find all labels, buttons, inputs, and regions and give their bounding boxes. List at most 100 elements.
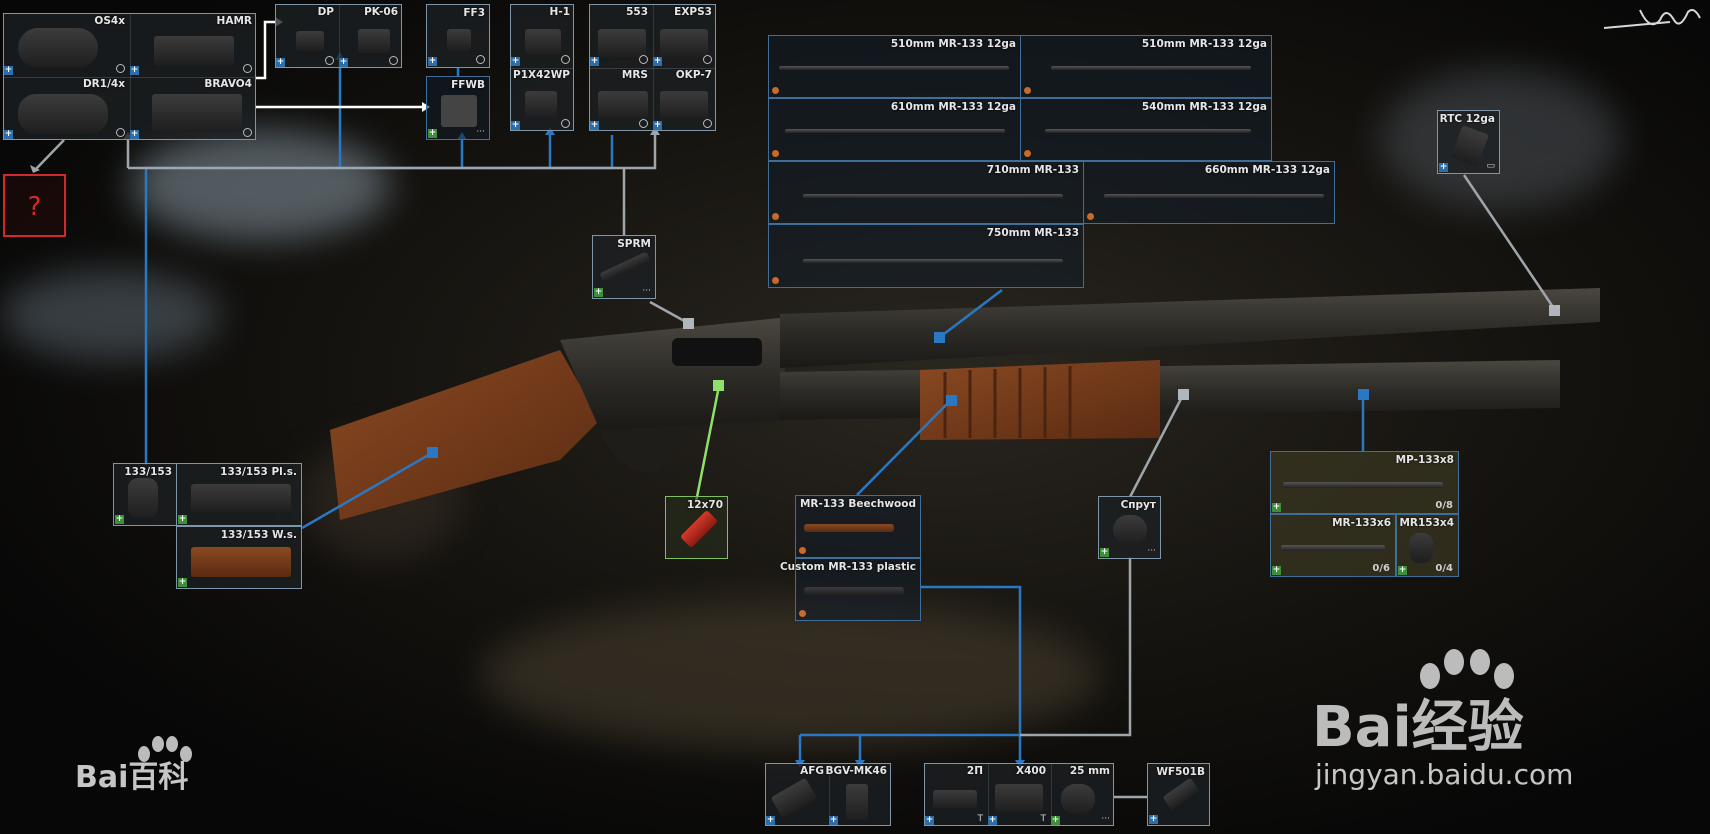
scope-hamr[interactable]: HAMR +	[129, 13, 256, 76]
add-icon[interactable]: +	[339, 57, 348, 67]
sight-p1x42wp[interactable]: P1X42WP +	[510, 67, 574, 131]
background-bokeh	[130, 130, 390, 240]
add-icon[interactable]: +	[1439, 162, 1448, 172]
add-icon[interactable]: +	[766, 815, 775, 825]
scope-dr14x[interactable]: DR1/4x +	[3, 76, 129, 140]
sight-dp[interactable]: DP +	[275, 4, 338, 68]
sight-label: PK-06	[364, 6, 398, 18]
add-icon[interactable]: +	[594, 287, 603, 297]
muzzle-attach-point[interactable]	[1549, 305, 1560, 316]
add-icon[interactable]: +	[925, 815, 934, 825]
more-icon: ···	[476, 127, 485, 137]
barrel-attach-point[interactable]	[934, 332, 945, 343]
add-icon[interactable]: +	[428, 128, 437, 138]
add-icon[interactable]: +	[829, 815, 838, 825]
background-bokeh	[1380, 70, 1620, 210]
stock-133153[interactable]: 133/153 +	[113, 463, 177, 526]
add-icon[interactable]: +	[988, 815, 997, 825]
add-icon[interactable]: +	[130, 65, 139, 75]
barrel-label: 660mm MR-133 12ga	[1204, 164, 1330, 176]
unknown-slot[interactable]: ?	[3, 174, 66, 237]
muzzle-label: RTC 12ga	[1439, 113, 1495, 125]
mount-sprut[interactable]: Спрут + ···	[1098, 496, 1161, 559]
rail-sprm[interactable]: SPRM + ···	[592, 235, 656, 299]
barrel-option[interactable]: 750mm MR-133	[768, 224, 1084, 288]
mod-icon	[325, 56, 334, 65]
barrel-label: 540mm MR-133 12ga	[1141, 101, 1267, 113]
forend-beechwood[interactable]: MR-133 Beechwood	[795, 495, 921, 558]
add-icon[interactable]: +	[4, 65, 13, 75]
tactical-25mm[interactable]: 25 mm + ···	[1050, 763, 1114, 826]
add-icon[interactable]: +	[4, 129, 13, 139]
tactical-wf501b[interactable]: WF501B +	[1147, 763, 1210, 826]
ammo-12x70[interactable]: 12x70	[665, 496, 728, 559]
add-icon[interactable]: +	[276, 57, 285, 67]
muzzle-rtc[interactable]: RTC 12ga + ▭	[1437, 110, 1500, 174]
add-icon[interactable]: +	[590, 56, 599, 66]
add-icon[interactable]: +	[511, 56, 520, 66]
scope-label: BRAVO4	[204, 78, 252, 90]
sight-exps3[interactable]: EXPS3 +	[652, 4, 716, 67]
stock-pls[interactable]: 133/153 Pl.s. +	[176, 463, 302, 526]
ammo-indicator-icon	[1024, 150, 1031, 157]
scope-bravo4[interactable]: BRAVO4 +	[129, 76, 256, 140]
ammo-attach-point[interactable]	[713, 380, 724, 391]
add-icon[interactable]: +	[653, 56, 662, 66]
foregrip-bgv-mk46[interactable]: BGV-MK46 +	[825, 763, 891, 826]
add-icon[interactable]: +	[178, 577, 187, 587]
foregrip-afg[interactable]: AFG +	[765, 763, 828, 826]
add-icon[interactable]: +	[1398, 565, 1407, 575]
add-icon[interactable]: +	[130, 129, 139, 139]
stock-attach-point[interactable]	[427, 447, 438, 458]
sight-mrs[interactable]: MRS +	[589, 67, 652, 131]
magazine-attach-point[interactable]	[1358, 389, 1369, 400]
barrel-option[interactable]: 510mm MR-133 12ga	[768, 35, 1021, 98]
barrel-option[interactable]: 540mm MR-133 12ga	[1020, 98, 1272, 161]
ammo-indicator-icon	[772, 150, 779, 157]
add-icon[interactable]: +	[1272, 502, 1281, 512]
sight-okp7[interactable]: OKP-7 +	[652, 67, 716, 131]
add-icon[interactable]: +	[428, 56, 437, 66]
barrel-option[interactable]: 710mm MR-133	[768, 161, 1084, 224]
add-icon[interactable]: +	[1272, 565, 1281, 575]
add-icon[interactable]: +	[1100, 547, 1109, 557]
tactical-x400[interactable]: X400 + T	[987, 763, 1050, 826]
barrel-option[interactable]: 660mm MR-133 12ga	[1083, 161, 1335, 224]
add-icon[interactable]: +	[1149, 814, 1158, 824]
sight-ff3[interactable]: FF3 +	[426, 4, 490, 68]
barrel-option[interactable]: 510mm MR-133 12ga	[1020, 35, 1272, 98]
forend-plastic[interactable]: Custom MR-133 plastic	[780, 558, 921, 621]
sight-553[interactable]: 553 +	[589, 4, 652, 67]
sight-label: P1X42WP	[513, 69, 570, 81]
magazine-mr133x6[interactable]: MR-133x6 0/6 +	[1270, 514, 1396, 577]
rail-label: SPRM	[617, 238, 651, 250]
stock-ws[interactable]: 133/153 W.s. +	[176, 526, 302, 589]
mount-attach-point[interactable]	[1178, 389, 1189, 400]
sight-h1[interactable]: H-1 +	[510, 4, 574, 67]
ammo-indicator-icon	[1087, 213, 1094, 220]
mount-ffwb[interactable]: FFWB + ···	[426, 76, 490, 140]
sight-label: MRS	[621, 69, 648, 81]
magazine-label: MP-133x8	[1395, 454, 1454, 466]
magazine-mp133x8[interactable]: MP-133x8 0/8 +	[1270, 451, 1459, 514]
ammo-indicator-icon	[772, 87, 779, 94]
scope-os4x[interactable]: OS4x +	[3, 13, 129, 76]
forend-attach-point[interactable]	[946, 395, 957, 406]
magazine-mr153x4[interactable]: MR153x4 0/4 +	[1396, 514, 1459, 577]
rail-attach-point[interactable]	[683, 318, 694, 329]
forend-label: MR-133 Beechwood	[799, 498, 916, 510]
add-icon[interactable]: +	[1051, 815, 1060, 825]
add-icon[interactable]: +	[178, 514, 187, 524]
mod-icon	[639, 55, 648, 64]
add-icon[interactable]: +	[653, 120, 662, 130]
mod-icon	[703, 119, 712, 128]
sight-pk06[interactable]: PK-06 +	[338, 4, 402, 68]
add-icon[interactable]: +	[511, 120, 520, 130]
tactical-2p[interactable]: 2П + T	[924, 763, 987, 826]
add-icon[interactable]: +	[590, 120, 599, 130]
foregrip-label: AFG	[800, 765, 824, 777]
add-icon[interactable]: +	[115, 514, 124, 524]
optic-scope-group	[3, 13, 256, 140]
barrel-option[interactable]: 610mm MR-133 12ga	[768, 98, 1021, 161]
